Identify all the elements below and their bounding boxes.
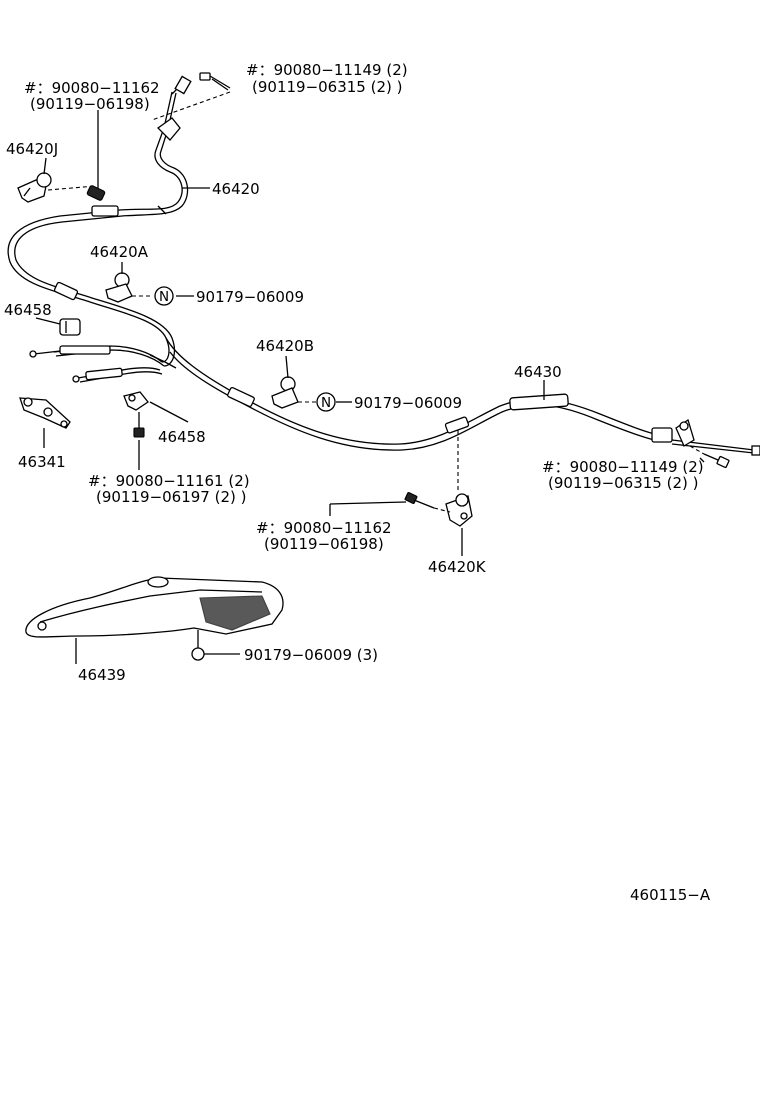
rear-bracket-right-icon — [675, 418, 695, 447]
cable-tip — [751, 445, 760, 456]
label-bolt-bottom-left: #：90080−11161 (2) — [88, 472, 250, 490]
bracket-46420K-icon — [445, 493, 473, 527]
bolt-right-dash — [689, 445, 705, 455]
label-bolt-right-alt: (90119−06315 (2) ) — [548, 474, 699, 492]
label-46458-top: 46458 — [4, 301, 52, 319]
label-46458-bottom: 46458 — [158, 428, 206, 446]
label-46420A: 46420A — [90, 243, 149, 261]
label-bolt-center-alt: (90119−06198) — [264, 535, 384, 553]
grommet-46458-top-icon — [59, 318, 81, 336]
cable-46430 — [165, 337, 760, 456]
cable-end-sleeve-1 — [59, 345, 111, 355]
bracket-46420J-dash — [47, 185, 97, 191]
label-bolt-top-left-alt: (90119−06198) — [30, 95, 150, 113]
label-46439: 46439 — [78, 666, 126, 684]
bracket-46420J-icon — [17, 172, 52, 203]
cable-end-sleeve-2 — [85, 367, 123, 381]
cable-46420 — [7, 91, 189, 367]
bolt-right-icon — [703, 453, 730, 469]
bolt-center-dash — [433, 507, 451, 513]
label-bolt-right: #：90080−11149 (2) — [542, 458, 704, 476]
label-46420K: 46420K — [428, 558, 487, 576]
nut-marker-b-icon: N — [316, 392, 336, 412]
cable-sleeve-2 — [53, 281, 79, 301]
label-nut-shield: 90179−06009 (3) — [244, 646, 378, 664]
nut-shield-icon — [191, 630, 205, 661]
cable-sleeve-1 — [91, 205, 119, 217]
rear-cable-left-ends — [29, 345, 177, 383]
label-46341: 46341 — [18, 453, 66, 471]
label-bolt-top-mid: #：90080−11149 (2) — [246, 61, 408, 79]
label-nut-b: 90179−06009 — [354, 394, 462, 412]
bolt-top-mid-dash — [151, 91, 231, 121]
label-bolt-bottom-left-alt: (90119−06197 (2) ) — [96, 488, 247, 506]
bolt-top-left-icon — [86, 110, 106, 201]
nut-marker-b-text: N — [321, 395, 331, 411]
part-46341-icon — [19, 397, 71, 429]
cable-casing-46430 — [509, 393, 569, 411]
cable-end-fitting — [651, 427, 673, 443]
bracket-46458-bottom-icon — [123, 391, 149, 411]
label-bolt-top-left: #：90080−11162 — [24, 79, 160, 97]
nut-marker-a-icon: N — [154, 286, 174, 306]
clamp-46420A-icon — [105, 272, 133, 303]
label-46430: 46430 — [514, 363, 562, 381]
leader-lines — [35, 157, 705, 664]
label-bolt-center: #：90080−11162 — [256, 519, 392, 537]
cable-sleeve-3 — [227, 386, 255, 408]
label-46420B: 46420B — [256, 337, 314, 355]
label-bolt-top-mid-alt: (90119−06315 (2) ) — [252, 78, 403, 96]
front-clevis — [156, 75, 192, 141]
nut-marker-a-text: N — [159, 289, 169, 305]
diagram-code: 460115−A — [630, 886, 711, 904]
label-nut-a: 90179−06009 — [196, 288, 304, 306]
bolt-center-icon — [404, 492, 435, 509]
label-46420: 46420 — [212, 180, 260, 198]
bolt-bottom-left-icon — [133, 412, 145, 438]
clamp-46420B-icon — [271, 376, 299, 409]
label-46420J: 46420J — [6, 140, 58, 158]
shield-46439-icon — [25, 576, 284, 638]
cable-sleeve-4 — [444, 416, 470, 434]
bolt-top-mid-icon — [199, 72, 231, 91]
